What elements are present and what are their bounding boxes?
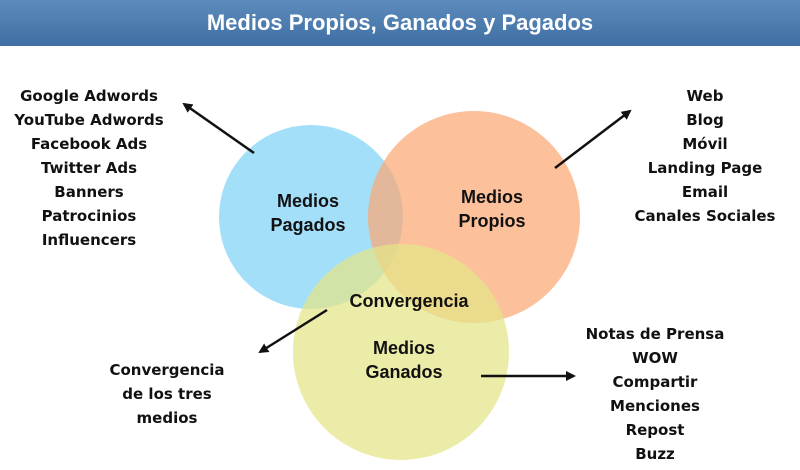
list-item: Compartir — [612, 373, 698, 391]
earned-media-circle — [293, 244, 509, 460]
owned-media-label-line1: Medios — [461, 187, 523, 207]
page-title: Medios Propios, Ganados y Pagados — [206, 10, 594, 35]
list-item: Landing Page — [647, 159, 763, 177]
list-item: Buzz — [635, 445, 675, 463]
list-item: Google Adwords — [20, 87, 158, 105]
earned-media-list: Notas de Prensa WOW Compartir Menciones … — [580, 322, 730, 466]
list-item: YouTube Adwords — [14, 111, 164, 129]
list-item: medios — [136, 409, 198, 427]
arrow-to-paid-list — [182, 102, 255, 155]
list-item: Email — [681, 183, 729, 201]
list-item: Repost — [625, 421, 685, 439]
list-item: Banners — [54, 183, 124, 201]
paid-media-label-line1: Medios — [277, 191, 339, 211]
owned-media-list: Web Blog Móvil Landing Page Email Canale… — [620, 84, 790, 228]
list-item: Notas de Prensa — [585, 325, 725, 343]
list-item: Móvil — [682, 135, 728, 153]
paid-media-label-line2: Pagados — [270, 215, 345, 235]
convergence-note: Convergencia de los tres medios — [100, 358, 234, 430]
title-bar: Medios Propios, Ganados y Pagados — [0, 0, 800, 46]
list-item: de los tres — [122, 385, 212, 403]
list-item: Facebook Ads — [30, 135, 148, 153]
list-item: Canales Sociales — [634, 207, 776, 225]
list-item: Patrocinios — [41, 207, 137, 225]
convergence-center-label: Convergencia — [349, 291, 469, 311]
list-item: Convergencia — [109, 361, 225, 379]
earned-media-label-line1: Medios — [373, 338, 435, 358]
earned-media-label-line2: Ganados — [365, 362, 442, 382]
list-item: Twitter Ads — [41, 159, 137, 177]
list-item: Influencers — [41, 231, 137, 249]
list-item: WOW — [632, 349, 678, 367]
paid-media-list: Google Adwords YouTube Adwords Facebook … — [0, 84, 178, 252]
list-item: Web — [686, 87, 724, 105]
arrow-to-owned-list — [554, 109, 632, 169]
list-item: Menciones — [610, 397, 700, 415]
owned-media-label-line2: Propios — [458, 211, 525, 231]
arrow-to-convergence-note — [258, 308, 328, 354]
list-item: Blog — [686, 111, 724, 129]
